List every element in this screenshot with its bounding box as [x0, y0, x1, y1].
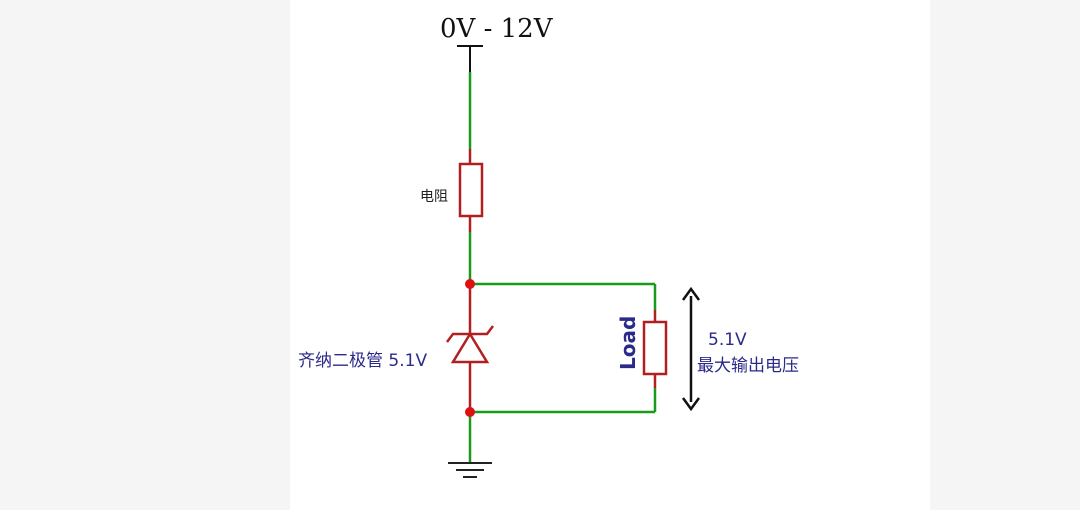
diagram-panel [290, 0, 930, 510]
resistor-body [458, 162, 484, 218]
zener-triangle [450, 331, 490, 364]
output-arrow-head-top [681, 286, 701, 301]
output-arrow-head-bottom [681, 397, 701, 412]
supply-voltage-label: 0V - 12V [440, 14, 553, 44]
zener-bar [446, 325, 494, 343]
output-voltage-value: 5.1V [708, 330, 747, 350]
load-label: Load [616, 315, 640, 370]
junction-bottom [465, 407, 475, 417]
resistor-label: 电阻 [420, 189, 448, 205]
load-body [642, 320, 668, 376]
zener-label: 齐纳二极管 5.1V [298, 351, 428, 371]
junction-top [465, 279, 475, 289]
output-voltage-text: 最大输出电压 [697, 356, 799, 376]
